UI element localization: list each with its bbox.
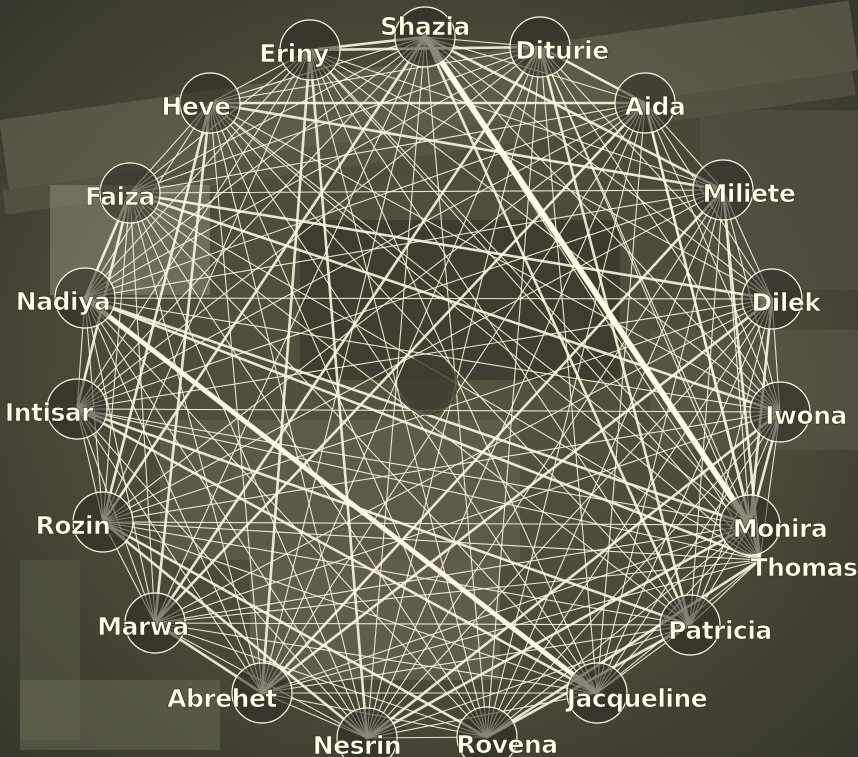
node-label-thomas: Thomas: [751, 553, 858, 582]
node-label-patricia: Patricia: [668, 616, 772, 645]
node-label-nesrin: Nesrin: [313, 731, 401, 757]
node-label-jacqueline: Jacqueline: [565, 684, 708, 713]
node-label-marwa: Marwa: [97, 612, 189, 641]
node-label-eriny: Eriny: [259, 39, 329, 68]
node-label-dilek: Dilek: [752, 288, 823, 317]
node-label-rovena: Rovena: [456, 730, 557, 757]
node-label-diturie: Diturie: [515, 36, 608, 65]
node-label-rozin: Rozin: [36, 511, 111, 540]
node-label-miliete: Miliete: [703, 179, 796, 208]
node-label-heve: Heve: [161, 92, 230, 121]
node-label-aida: Aida: [625, 92, 686, 121]
node-label-shazia: Shazia: [380, 12, 470, 41]
node-label-abrehet: Abrehet: [167, 684, 277, 713]
center-circle: [398, 355, 458, 415]
node-label-nadiya: Nadiya: [16, 287, 110, 316]
node-label-monira: Monira: [733, 514, 828, 543]
node-label-faiza: Faiza: [85, 182, 155, 211]
node-label-iwona: Iwona: [765, 401, 847, 430]
node-label-intisar: Intisar: [5, 398, 94, 427]
background-area: [160, 420, 520, 560]
